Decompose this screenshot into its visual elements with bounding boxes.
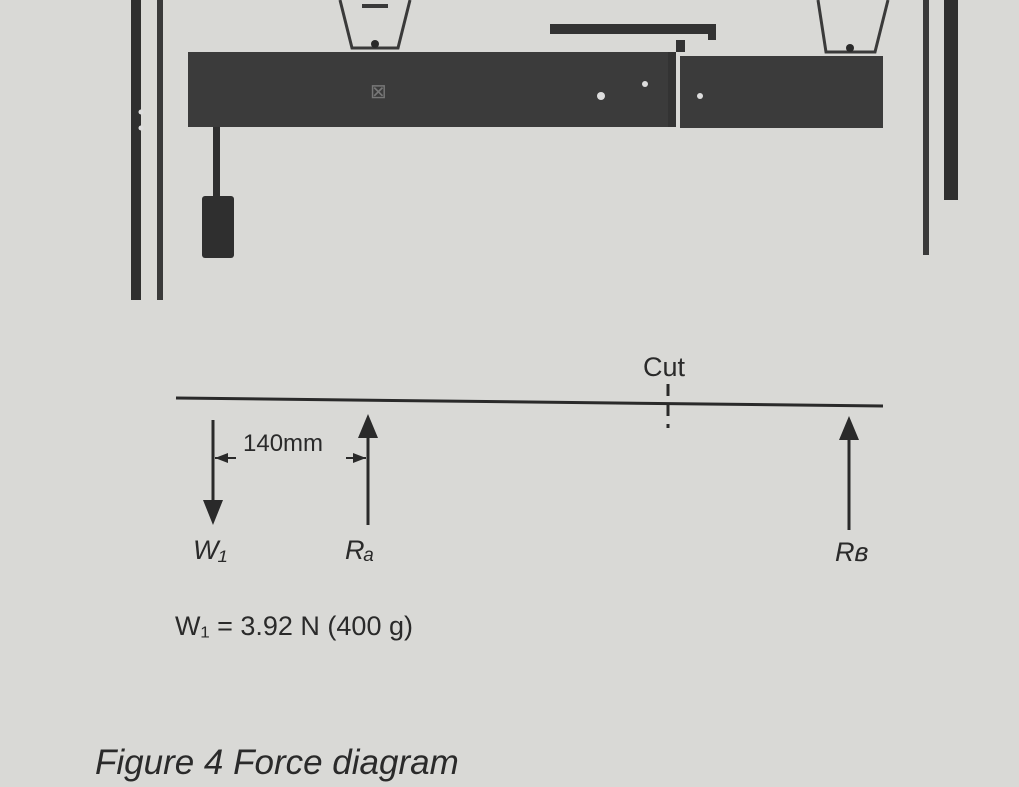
beam-line bbox=[175, 396, 884, 408]
left-frame-inner bbox=[157, 0, 163, 300]
beam-hole bbox=[597, 92, 605, 100]
hanger-rod bbox=[213, 127, 220, 197]
rb-reaction-label: Rʙ bbox=[835, 537, 869, 567]
right-frame-post bbox=[944, 0, 958, 200]
rb-arrow-head bbox=[839, 416, 859, 440]
dimension-label: 140mm bbox=[243, 430, 324, 457]
frame-bolt bbox=[138, 109, 144, 115]
ra-arrow-head bbox=[358, 414, 378, 438]
beam-right-section bbox=[680, 56, 883, 128]
pivot-pin bbox=[371, 40, 379, 48]
right-frame-inner bbox=[923, 0, 929, 255]
frame-bolt bbox=[138, 125, 144, 131]
left-frame-post bbox=[131, 0, 141, 300]
cut-hinge-plate bbox=[550, 24, 716, 127]
dimension-tick-left bbox=[215, 453, 228, 463]
right-support-bracket bbox=[816, 0, 890, 54]
w1-force-label: W₁ bbox=[193, 535, 228, 565]
weight-equation: W₁ = 3.92 N (400 g) bbox=[175, 611, 413, 641]
figure-caption: Figure 4 Force diagram bbox=[95, 743, 459, 782]
pivot-pin bbox=[846, 44, 854, 52]
cut-label: Cut bbox=[643, 352, 686, 382]
apparatus-illustration: ⊠ bbox=[131, 0, 958, 300]
hanging-weight bbox=[202, 196, 234, 258]
beam-hole bbox=[697, 93, 703, 99]
bracket-marker bbox=[362, 4, 388, 8]
beam-hole bbox=[642, 81, 648, 87]
beam-left-section bbox=[188, 52, 668, 127]
beam-marking-x: ⊠ bbox=[370, 81, 387, 103]
ra-reaction-label: Rₐ bbox=[345, 535, 375, 565]
dimension-tick-right bbox=[353, 453, 366, 463]
w1-arrow-head bbox=[203, 500, 223, 525]
force-diagram bbox=[175, 384, 884, 530]
